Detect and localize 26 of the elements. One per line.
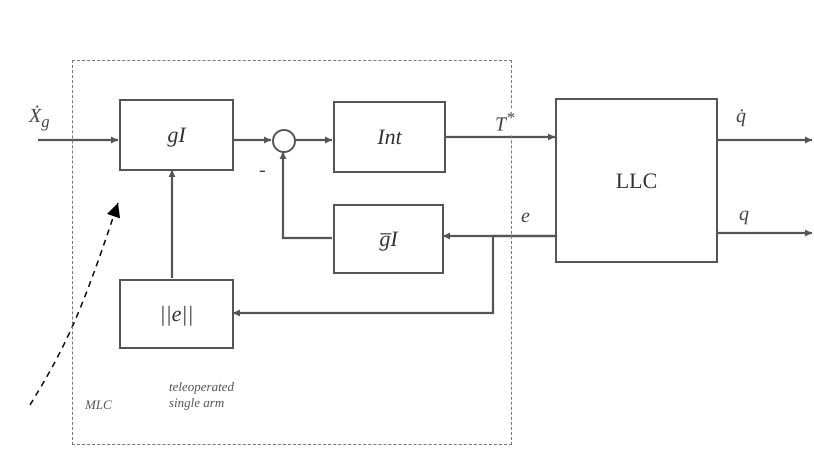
block-label: g̅I <box>379 226 398 252</box>
edge-label: q̇ <box>735 106 747 126</box>
summing-junction <box>272 129 296 153</box>
block <box>555 98 718 263</box>
block <box>333 101 446 173</box>
region-caption: teleoperated single arm <box>169 379 235 412</box>
arrow <box>295 136 332 144</box>
block <box>119 99 234 171</box>
arrow <box>445 134 555 140</box>
block-label: Int <box>377 124 402 150</box>
block-label: LLC <box>616 168 658 194</box>
edge-label: Ẋ$_{g}$ <box>28 106 51 131</box>
block <box>119 279 234 349</box>
block-label: ||e|| <box>160 301 194 327</box>
dashed-arrow <box>29 202 120 406</box>
block-label: gI <box>167 122 186 148</box>
arrow <box>233 136 271 144</box>
arrow <box>233 234 555 316</box>
arrow <box>38 136 118 144</box>
arrow <box>718 136 812 144</box>
block <box>333 204 444 274</box>
region-label: MLC <box>85 397 113 414</box>
arrow <box>280 152 332 240</box>
arrow <box>718 230 812 236</box>
arrow <box>168 170 176 278</box>
edge-label: T$^{*}$ <box>494 110 516 135</box>
